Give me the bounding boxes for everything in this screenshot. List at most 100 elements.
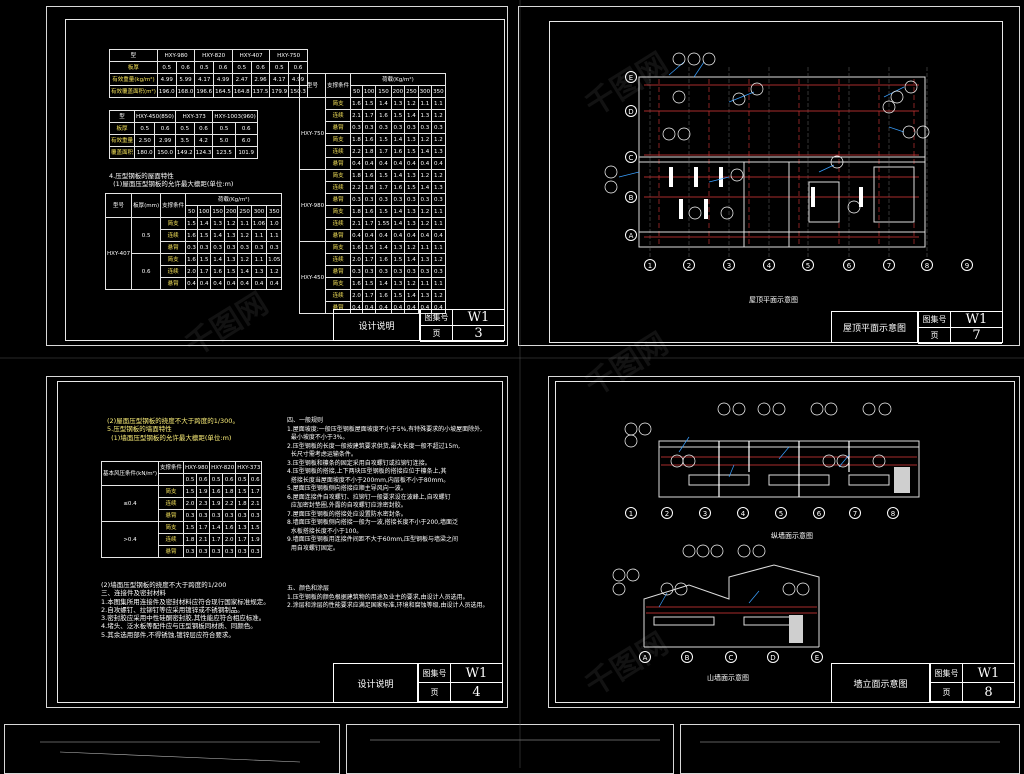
table-cell: 1.4	[390, 133, 406, 146]
table-cell: 1.8	[235, 497, 250, 510]
table-header: 350	[431, 85, 446, 98]
table-cell: 123.5	[212, 146, 236, 159]
table-cell: 1.3	[390, 241, 406, 254]
table-cell: 150.0	[154, 146, 176, 159]
table-cell: 0.4	[431, 157, 446, 170]
table-cell: 1.4	[417, 181, 433, 194]
table-cell: 1.5	[390, 289, 406, 302]
table-cell: 1.5	[196, 253, 212, 266]
table-cell: 1.6	[350, 277, 363, 290]
table-cell: 4.99	[213, 73, 233, 86]
table-header: 基本风压条件(kN/m²)	[100, 461, 160, 486]
table-cell: 0.3	[196, 241, 212, 254]
table-cell: 1.5	[361, 277, 377, 290]
table-cell: 1.3	[404, 169, 419, 182]
table-cell: 1.1	[431, 277, 446, 290]
table-cell: 1.5	[183, 521, 198, 534]
table-cell: 1.5	[404, 181, 419, 194]
table-cell: 180.0	[134, 146, 156, 159]
table-cell: 1.05	[266, 253, 283, 266]
table-header: 250	[237, 205, 252, 218]
page-label: 页	[918, 328, 950, 344]
table-cell: 有效重量(kg/m²)	[109, 73, 158, 86]
table-cell: 1.2	[404, 241, 419, 254]
table-cell: 0.3	[361, 121, 377, 134]
sheet-partial-bottom-2	[346, 724, 674, 774]
axis-bubble: 5	[802, 259, 814, 271]
table-cell: 1.6	[185, 253, 198, 266]
table-header: 350	[266, 205, 283, 218]
axis-bubble: B	[681, 651, 693, 663]
table-cell: 1.1	[417, 97, 433, 110]
table-cell: 1.3	[390, 97, 406, 110]
table-cell: 0.5	[134, 122, 156, 135]
page-number: 7	[950, 328, 1002, 344]
roof-panel-note: 4.压型钢板的屋面特性 (1)屋面压型钢板的允许最大檩距(单位:m)	[109, 172, 234, 189]
table-cell: 0.4	[350, 301, 363, 314]
table-header: HXY-750	[269, 49, 308, 62]
table-cell: 1.4	[210, 253, 225, 266]
table-cell: >0.4	[100, 521, 160, 558]
table-cell: 0.3	[375, 265, 392, 278]
table-cell: 149.2	[174, 146, 195, 159]
table-cell: 2.1	[248, 497, 263, 510]
table-cell: 0.3	[222, 545, 237, 558]
table-cell: 1.2	[431, 289, 446, 302]
table-cell: 0.6	[250, 61, 271, 74]
table-cell: 1.9	[196, 485, 211, 498]
table-cell: 1.8	[350, 169, 363, 182]
table-cell: 0.4	[350, 229, 363, 242]
table-header: 0.6	[248, 473, 263, 486]
table-cell: 0.4	[431, 301, 446, 314]
table-cell: 0.5	[269, 61, 290, 74]
table-cell: 1.2	[404, 277, 419, 290]
axis-bubble: B	[625, 191, 637, 203]
axis-bubble: D	[625, 105, 637, 117]
table-cell: 0.3	[390, 265, 406, 278]
table-cell: 0.4	[431, 229, 446, 242]
table-cell: 2.0	[185, 265, 198, 278]
table-cell: 1.2	[237, 229, 252, 242]
table-cell: 2.2	[222, 497, 237, 510]
table-cell: 悬臂	[325, 229, 352, 242]
table-cell: 2.0	[222, 533, 237, 546]
axis-bubble: 8	[921, 259, 933, 271]
table-cell: 5.0	[212, 134, 236, 147]
table-cell: 1.4	[210, 229, 225, 242]
table-cell: 1.9	[209, 497, 224, 510]
table-cell: 1.2	[431, 169, 446, 182]
table-cell: 1.2	[431, 253, 446, 266]
axis-bubble: 4	[737, 507, 749, 519]
table-cell: 0.4	[361, 157, 377, 170]
table-cell: 覆盖面积	[108, 146, 136, 159]
page-number: 3	[452, 326, 504, 342]
table-cell: 1.1	[431, 241, 446, 254]
table-cell: 1.4	[209, 521, 224, 534]
table-cell: 1.8	[350, 133, 363, 146]
table-cell: 1.3	[210, 217, 225, 230]
table-header: 0.5	[183, 473, 198, 486]
table-cell: 1.3	[235, 521, 250, 534]
table-cell: 124.3	[193, 146, 214, 159]
axis-bubble: 7	[883, 259, 895, 271]
table-cell: 1.6	[222, 521, 237, 534]
table-cell: 1.1	[431, 217, 446, 230]
table-cell: 0.4	[417, 301, 433, 314]
table-cell: 0.3	[235, 545, 250, 558]
table-cell: 1.5	[375, 205, 392, 218]
table-cell: 0.3	[250, 241, 268, 254]
table-cell: 1.55	[375, 217, 392, 230]
axis-bubble: 9	[961, 259, 973, 271]
table-header: 荷载(Kg/m²)	[185, 193, 283, 206]
table-cell: 1.7	[209, 533, 224, 546]
sheet-title: 设计说明	[334, 664, 418, 702]
table-cell: 悬臂	[325, 121, 352, 134]
connectors-note: (2)墙面压型钢板的挠度不大于跨度的1/200 三、连接件及密封材料 1.本图集…	[101, 581, 270, 639]
table-header: HXY-1003(960)	[212, 110, 258, 123]
table-cell: 连续	[325, 109, 352, 122]
